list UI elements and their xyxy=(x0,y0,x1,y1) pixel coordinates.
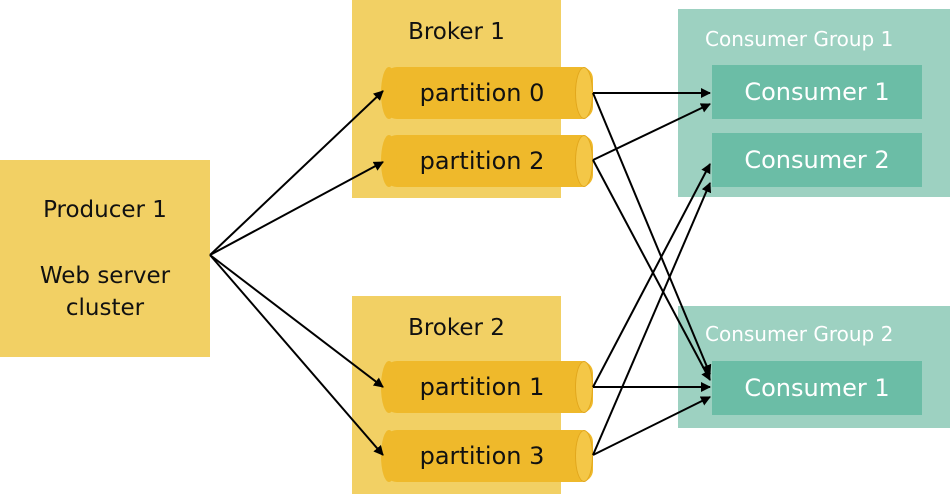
partition-1-label: partition 1 xyxy=(419,373,545,401)
consumer-group-1-label: Consumer Group 1 xyxy=(705,27,894,51)
partition-2: partition 2 xyxy=(381,135,593,187)
arrow-producer-partition-1 xyxy=(209,254,384,388)
broker-1-label: Broker 1 xyxy=(408,19,505,45)
producer-desc-line1: Web server xyxy=(39,263,171,289)
partition-0: partition 0 xyxy=(381,67,593,119)
partition-2-label: partition 2 xyxy=(419,147,545,175)
arrow-p0-g2c1 xyxy=(592,92,712,375)
group-1-consumer-1: Consumer 1 xyxy=(712,65,922,119)
arrow-p3-g1c2 xyxy=(592,182,712,456)
arrow-producer-partition-2 xyxy=(209,161,384,256)
partition-0-label: partition 0 xyxy=(419,79,545,107)
broker-2-label: Broker 2 xyxy=(408,315,505,341)
arrow-producer-partition-3 xyxy=(209,254,384,456)
arrow-p3-g2c1 xyxy=(592,396,711,456)
arrow-p2-g1c1 xyxy=(592,103,711,161)
arrow-p1-g1c2 xyxy=(592,163,711,388)
producer-title: Producer 1 xyxy=(43,197,167,223)
partition-3: partition 3 xyxy=(381,430,593,482)
partition-3-label: partition 3 xyxy=(419,442,545,470)
group-2-consumer-1: Consumer 1 xyxy=(712,361,922,415)
group-1-consumer-2: Consumer 2 xyxy=(712,133,922,187)
partition-1: partition 1 xyxy=(381,361,593,413)
consumer-group-2-label: Consumer Group 2 xyxy=(705,322,894,346)
producer-box xyxy=(0,160,210,357)
arrow-p2-g2c1 xyxy=(592,159,711,381)
producer-desc-line2: cluster xyxy=(65,295,145,321)
arrow-producer-partition-0 xyxy=(209,90,384,256)
